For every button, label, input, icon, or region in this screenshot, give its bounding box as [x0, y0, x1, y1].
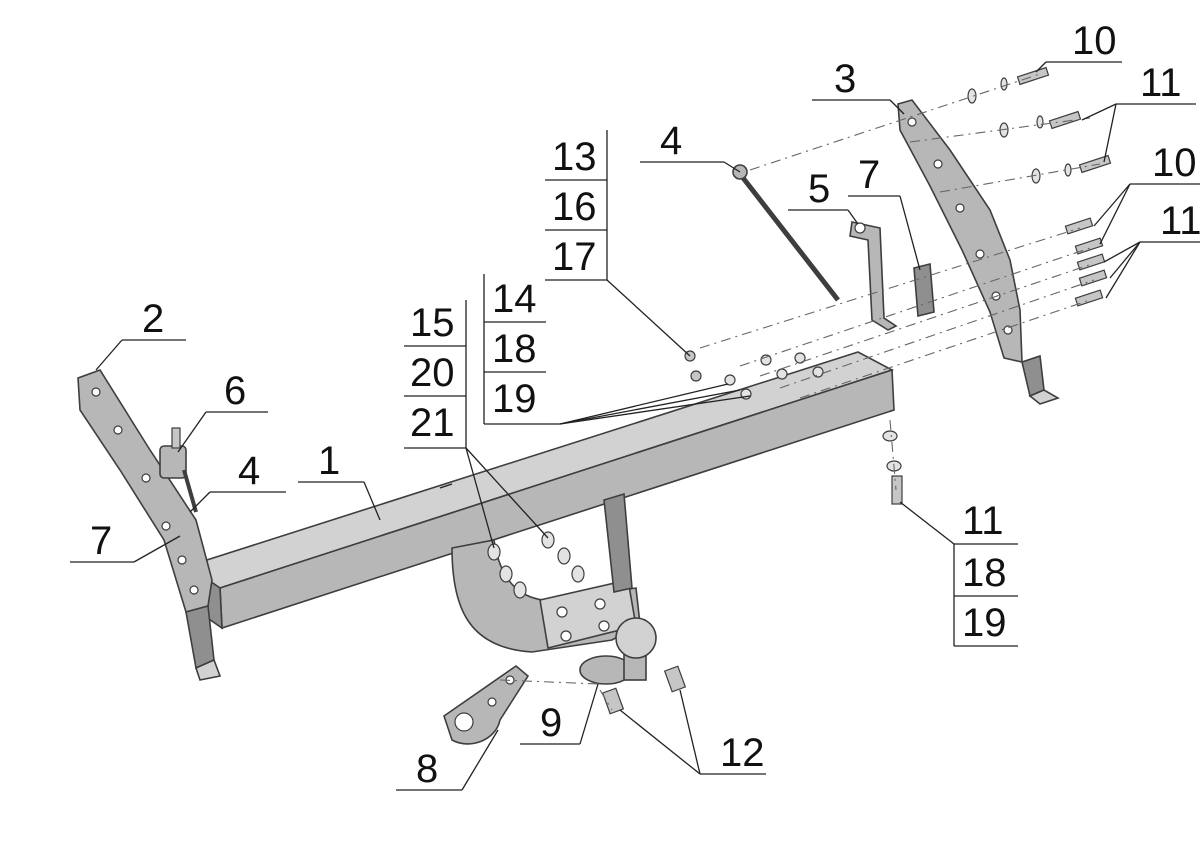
- callout-stack-11-18-19: 11 18 19: [899, 499, 1018, 647]
- callout-label: 15: [410, 301, 455, 345]
- callout-label: 18: [492, 327, 537, 371]
- callout-11-mid: 11: [1103, 199, 1200, 299]
- crossbar-part: [186, 351, 895, 630]
- callout-label: 1: [318, 439, 340, 483]
- callout-10-mid: 10: [1093, 141, 1200, 245]
- callout-label: 7: [90, 519, 112, 563]
- callout-label: 8: [416, 747, 438, 791]
- callout-label: 19: [962, 601, 1007, 645]
- callout-stack-13-16-17: 13 16 17: [545, 130, 691, 357]
- callout-11-top: 11: [1081, 61, 1196, 163]
- callout-4-left: 4: [189, 449, 286, 513]
- tow-ball: [579, 617, 657, 685]
- callout-7-left: 7: [70, 519, 181, 563]
- ball-bolts: [601, 665, 687, 715]
- callout-label: 21: [410, 401, 455, 445]
- callout-label: 17: [552, 235, 597, 279]
- callout-label: 19: [492, 377, 537, 421]
- callout-2: 2: [95, 297, 186, 371]
- callout-label: 12: [720, 731, 765, 775]
- ball-mount-bracket: [451, 492, 641, 653]
- callout-label: 18: [962, 551, 1007, 595]
- callout-6: 6: [177, 369, 268, 453]
- callout-7-right: 7: [848, 153, 921, 271]
- left-tie-rod: [182, 469, 198, 513]
- lower-right-fastener: [882, 430, 903, 505]
- callout-label: 6: [224, 369, 246, 413]
- right-spacer-bracket: [849, 221, 898, 331]
- bracket-washers: [487, 531, 585, 599]
- callout-label: 10: [1072, 19, 1117, 63]
- callout-label: 11: [1140, 61, 1182, 105]
- right-shim-plate: [913, 262, 935, 318]
- callout-label: 2: [142, 297, 164, 341]
- callout-label: 3: [834, 57, 856, 101]
- upper-tie-rod: [732, 164, 840, 302]
- callout-label: 9: [540, 701, 562, 745]
- callout-label: 11: [962, 499, 1004, 543]
- callout-label: 14: [492, 277, 537, 321]
- right-side-bracket: [897, 99, 1060, 405]
- callout-8: 8: [396, 729, 499, 791]
- callout-10-top: 10: [1035, 19, 1122, 73]
- left-side-bracket: [77, 369, 222, 681]
- callout-label: 5: [808, 167, 830, 211]
- callout-1: 1: [298, 439, 381, 521]
- callout-label: 20: [410, 351, 455, 395]
- callout-4-upper: 4: [640, 119, 741, 173]
- callout-5: 5: [788, 167, 859, 225]
- callout-label: 10: [1152, 141, 1197, 185]
- socket-plate: [443, 664, 530, 745]
- assembly-axis-lines: [499, 73, 1101, 711]
- callout-label: 7: [858, 153, 880, 197]
- callout-stack-15-20-21: 15 20 21: [404, 300, 549, 549]
- callout-9: 9: [520, 683, 599, 745]
- callout-3: 3: [812, 57, 905, 115]
- callout-label: 13: [552, 135, 597, 179]
- callout-label: 4: [238, 449, 260, 493]
- left-mount-plate: [159, 427, 187, 479]
- callout-label: 11: [1160, 199, 1200, 243]
- callout-stack-14-18-19: 14 18 19: [483, 274, 751, 425]
- callout-12: 12: [619, 689, 766, 775]
- callout-label: 16: [552, 185, 597, 229]
- callout-label: 4: [660, 119, 682, 163]
